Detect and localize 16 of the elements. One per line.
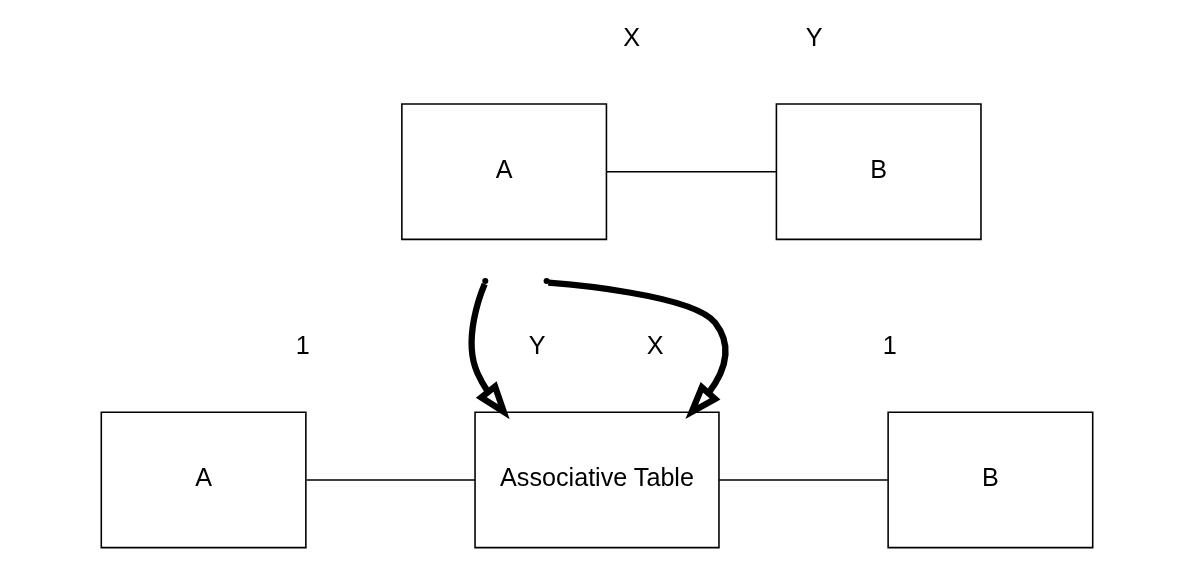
node-box: B	[886, 411, 1093, 549]
label: Y	[528, 330, 546, 359]
node-box: A	[100, 411, 307, 549]
arrow	[468, 282, 510, 420]
connector	[305, 479, 476, 481]
connector	[717, 479, 888, 481]
connector	[605, 170, 777, 173]
node-box: A	[400, 103, 607, 241]
label: X	[622, 22, 640, 51]
node-box: Associative Table	[473, 411, 720, 549]
arrow	[547, 279, 729, 420]
label: Y	[805, 22, 823, 51]
label: 1	[882, 330, 897, 359]
node-box: B	[775, 103, 982, 241]
label: X	[646, 330, 664, 359]
label: 1	[295, 330, 310, 359]
